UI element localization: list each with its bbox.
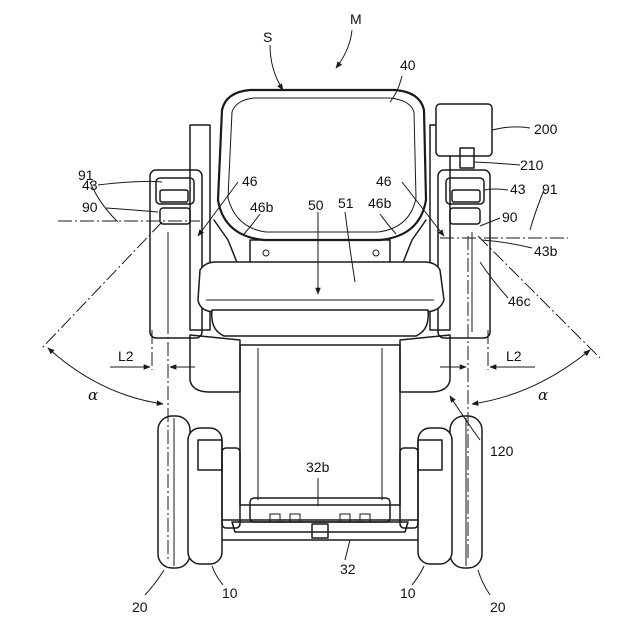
alpha-arc-left	[48, 348, 163, 404]
label-10-right: 10	[400, 585, 416, 601]
label-20-right: 20	[490, 599, 506, 615]
label-L2-right: L2	[506, 348, 522, 364]
label-46c: 46c	[508, 293, 531, 309]
label-43b: 43b	[534, 243, 558, 259]
label-20-left: 20	[132, 599, 148, 615]
label-90-right: 90	[502, 209, 518, 225]
wheel-left-outer-20	[158, 416, 190, 568]
seat-cushion-50	[198, 262, 444, 312]
label-46-left: 46	[242, 173, 258, 189]
label-10-left: 10	[222, 585, 238, 601]
rear-body-right	[400, 335, 450, 392]
rear-body-left	[190, 335, 240, 392]
wheel-right-inner-10	[400, 428, 452, 564]
alpha-ray-left-outer	[42, 222, 162, 348]
wheel-right-outer-20	[450, 416, 482, 568]
seat-back-40	[218, 90, 426, 240]
label-32b: 32b	[306, 459, 330, 475]
wheel-left-inner-10	[188, 428, 240, 564]
label-210: 210	[520, 157, 544, 173]
label-L2-left: L2	[118, 348, 134, 364]
label-M: M	[350, 11, 362, 27]
label-40: 40	[400, 57, 416, 73]
label-46-right: 46	[376, 173, 392, 189]
label-90-left: 90	[82, 199, 98, 215]
label-43-left: 43	[82, 177, 98, 193]
bolt-left	[263, 250, 269, 256]
seat-front-edge	[212, 310, 429, 336]
armrest-left-43	[150, 170, 202, 338]
label-32: 32	[340, 561, 356, 577]
bumper-details	[270, 514, 370, 538]
foot-plate-32b	[250, 498, 390, 522]
chassis-base	[210, 520, 430, 540]
label-alpha-left: α	[88, 386, 98, 404]
label-50: 50	[308, 197, 324, 213]
label-46b-right: 46b	[368, 195, 392, 211]
label-S: S	[263, 29, 272, 45]
label-51: 51	[338, 195, 354, 211]
label-120: 120	[490, 443, 514, 459]
label-46b-left: 46b	[250, 199, 274, 215]
label-alpha-right: α	[538, 386, 548, 404]
armrest-right-43	[438, 170, 490, 338]
bolt-right	[373, 250, 379, 256]
label-91-right: 91	[542, 181, 558, 197]
alpha-arc-right	[472, 350, 590, 404]
center-column-32	[240, 345, 400, 505]
label-43-right: 43	[510, 181, 526, 197]
label-200: 200	[534, 121, 558, 137]
